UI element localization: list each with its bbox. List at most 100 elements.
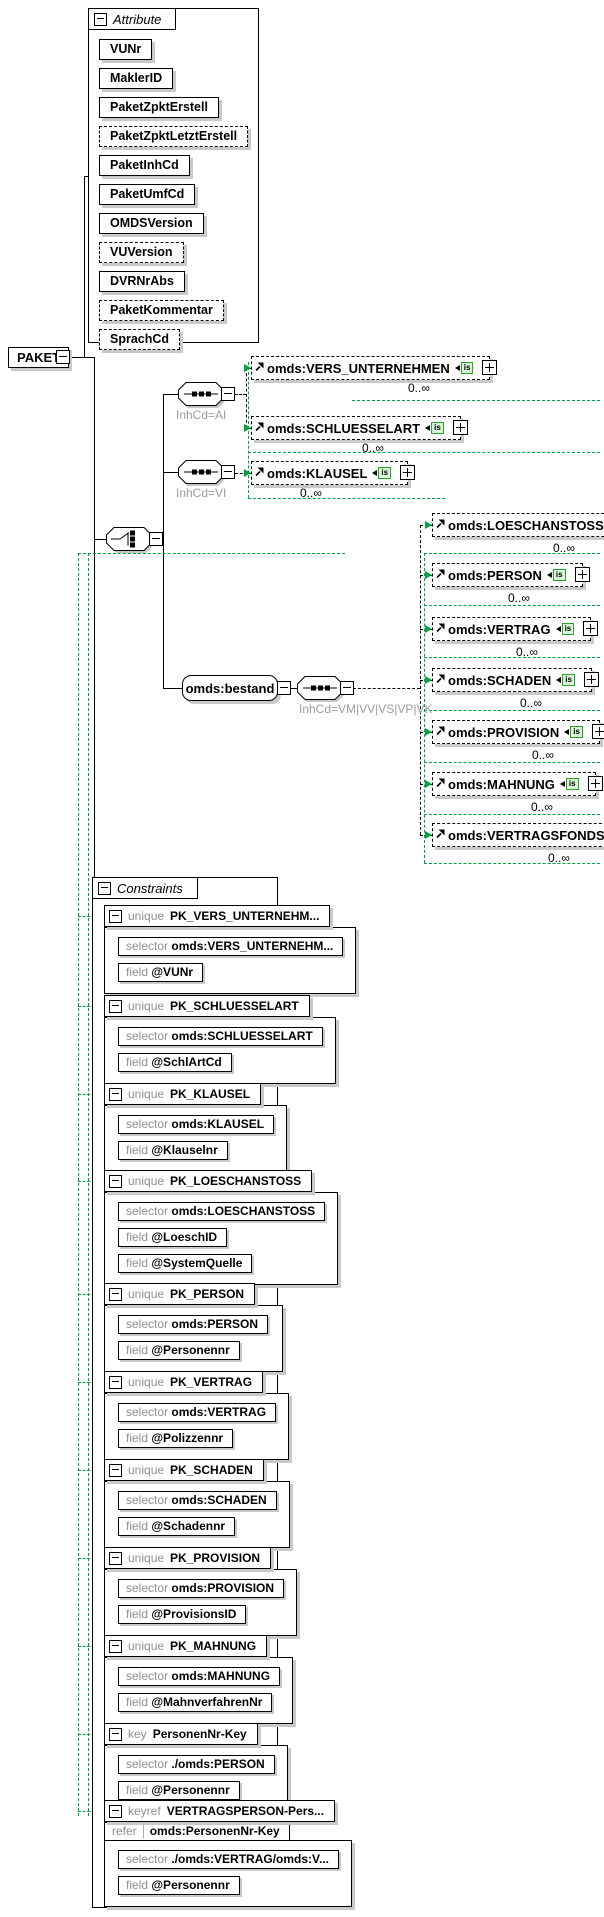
constraints-panel-title: Constraints: [117, 880, 183, 896]
constraint-header[interactable]: unique PK_VERTRAG: [104, 1371, 264, 1393]
constraint-selector[interactable]: selector omds:VERS_UNTERNEHM...: [118, 936, 344, 956]
constraint-selector[interactable]: selector omds:SCHADEN: [118, 1490, 277, 1510]
collapse-minus-icon[interactable]: [109, 1551, 122, 1565]
element-label: omds:SCHADEN: [448, 672, 552, 688]
identity-constraint-badge: is: [555, 623, 575, 635]
constraint-selector[interactable]: selector omds:VERTRAG: [118, 1402, 277, 1422]
collapse-minus-icon[interactable]: [94, 12, 107, 26]
collapse-minus-icon[interactable]: [109, 909, 122, 923]
constraint-selector[interactable]: selector omds:PERSON: [118, 1314, 269, 1334]
collapse-minus-icon[interactable]: [109, 1087, 122, 1101]
attribute-paketzpktletzterstell[interactable]: PaketZpktLetztErstell: [99, 126, 249, 147]
constraint-field[interactable]: field @MahnverfahrenNr: [118, 1692, 273, 1712]
constraint-field[interactable]: field @SystemQuelle: [118, 1253, 253, 1273]
constraint-header[interactable]: unique PK_MAHNUNG: [104, 1635, 268, 1657]
element-vers-unternehmen[interactable]: omds:VERS_UNTERNEHMEN is: [251, 356, 498, 380]
element-bestand[interactable]: omds:bestand: [182, 675, 278, 701]
constraint-header[interactable]: key PersonenNr-Key: [104, 1723, 258, 1745]
constraint-header[interactable]: keyref VERTRAGSPERSON-Pers...: [104, 1800, 336, 1822]
constraints-panel-tab[interactable]: Constraints: [92, 877, 198, 899]
element-paket[interactable]: PAKET: [8, 347, 70, 368]
collapse-minus-icon[interactable]: [109, 1727, 122, 1741]
constraint-field[interactable]: field @Personennr: [118, 1780, 240, 1800]
constraint-field[interactable]: field @LoeschID: [118, 1227, 228, 1247]
element-vertragsfonds[interactable]: omds:VERTRAGSFONDS: [432, 823, 604, 847]
element-loeschanstoss[interactable]: omds:LOESCHANSTOSS is: [432, 513, 604, 537]
expand-plus-icon[interactable]: [574, 567, 590, 582]
collapse-minus-icon[interactable]: [149, 532, 163, 546]
attribute-sprachcd[interactable]: SprachCd: [99, 329, 181, 350]
collapse-minus-icon[interactable]: [109, 1463, 122, 1477]
expand-plus-icon[interactable]: [587, 776, 603, 791]
optional-connector-line: [248, 498, 445, 499]
constraint-field[interactable]: field @Personennr: [118, 1340, 240, 1360]
constraint-header[interactable]: unique PK_SCHADEN: [104, 1459, 264, 1481]
constraint-selector[interactable]: selector omds:PROVISION: [118, 1578, 285, 1598]
expand-plus-icon[interactable]: [583, 621, 599, 636]
collapse-minus-icon[interactable]: [340, 681, 354, 695]
constraint-field[interactable]: field @Polizzennr: [118, 1428, 234, 1448]
attribute-vunr[interactable]: VUNr: [99, 39, 153, 60]
constraint-field[interactable]: field @VUNr: [118, 962, 204, 982]
attribute-maklerid[interactable]: MaklerID: [99, 68, 174, 89]
constraint-header[interactable]: unique PK_LOESCHANSTOSS: [104, 1170, 313, 1192]
collapse-minus-icon[interactable]: [56, 350, 70, 364]
expand-plus-icon[interactable]: [482, 360, 498, 375]
constraint-selector[interactable]: selector omds:MAHNUNG: [118, 1666, 281, 1686]
optional-connector-line: [248, 452, 600, 453]
reference-arrow-icon: [255, 362, 264, 372]
constraint-header[interactable]: unique PK_SCHLUESSELART: [104, 995, 310, 1017]
attribute-dvrnrabs[interactable]: DVRNrAbs: [99, 271, 185, 292]
collapse-minus-icon[interactable]: [109, 1639, 122, 1653]
element-person[interactable]: omds:PERSON is: [432, 563, 590, 587]
sequence-compositor-icon[interactable]: [297, 676, 343, 700]
connector-line: [291, 688, 297, 689]
attribute-omdsversion[interactable]: OMDSVersion: [99, 213, 204, 234]
optional-connector-line: [424, 553, 425, 863]
collapse-minus-icon[interactable]: [109, 1375, 122, 1389]
constraint-field[interactable]: field @ProvisionsID: [118, 1604, 247, 1624]
attribute-vuversion[interactable]: VUVersion: [99, 242, 184, 263]
collapse-minus-icon[interactable]: [221, 387, 235, 401]
attribute-paketinhcd[interactable]: PaketInhCd: [99, 155, 190, 176]
collapse-minus-icon[interactable]: [277, 681, 291, 695]
constraint-field[interactable]: field @SchlArtCd: [118, 1052, 232, 1072]
sequence-compositor-icon[interactable]: [178, 382, 224, 406]
collapse-minus-icon[interactable]: [109, 999, 122, 1013]
collapse-minus-icon[interactable]: [221, 465, 235, 479]
choice-compositor-icon[interactable]: [106, 527, 152, 551]
expand-plus-icon[interactable]: [591, 724, 604, 739]
element-vertrag[interactable]: omds:VERTRAG is: [432, 617, 599, 641]
attributes-panel-tab[interactable]: Attribute: [88, 8, 177, 30]
constraint-selector[interactable]: selector omds:SCHLUESSELART: [118, 1026, 323, 1046]
constraint-header[interactable]: unique PK_PERSON: [104, 1283, 256, 1305]
collapse-minus-icon[interactable]: [109, 1174, 122, 1188]
element-klausel[interactable]: omds:KLAUSEL is: [251, 461, 416, 485]
constraint-selector[interactable]: selector ./omds:VERTRAG/omds:V...: [118, 1849, 339, 1869]
constraint-selector[interactable]: selector omds:KLAUSEL: [118, 1114, 275, 1134]
attribute-paketumfcd[interactable]: PaketUmfCd: [99, 184, 196, 205]
collapse-minus-icon[interactable]: [109, 1287, 122, 1301]
constraint-selector[interactable]: selector omds:LOESCHANSTOSS: [118, 1201, 326, 1221]
constraint-selector[interactable]: selector ./omds:PERSON: [118, 1754, 275, 1774]
expand-plus-icon[interactable]: [452, 420, 468, 435]
expand-plus-icon[interactable]: [400, 465, 416, 480]
sequence-compositor-icon[interactable]: [178, 460, 224, 484]
constraint-field[interactable]: field @Klauselnr: [118, 1140, 228, 1160]
collapse-minus-icon[interactable]: [98, 881, 111, 895]
element-schaden[interactable]: omds:SCHADEN is: [432, 668, 599, 692]
constraint-header[interactable]: unique PK_PROVISION: [104, 1547, 272, 1569]
constraint-kind: unique: [128, 1174, 165, 1188]
attribute-paketzpkterstell[interactable]: PaketZpktErstell: [99, 97, 219, 118]
element-provision[interactable]: omds:PROVISION is: [432, 720, 604, 744]
element-mahnung[interactable]: omds:MAHNUNG is: [432, 772, 603, 796]
constraint-field[interactable]: field @Personennr: [118, 1875, 240, 1895]
expand-plus-icon[interactable]: [583, 672, 599, 687]
constraint-field[interactable]: field @Schadennr: [118, 1516, 236, 1536]
attribute-paketkommentar[interactable]: PaketKommentar: [99, 300, 224, 321]
collapse-minus-icon[interactable]: [109, 1804, 122, 1818]
constraint-header[interactable]: unique PK_VERS_UNTERNEHM...: [104, 905, 331, 927]
element-schluesselart[interactable]: omds:SCHLUESSELART is: [251, 416, 468, 440]
constraint-header[interactable]: unique PK_KLAUSEL: [104, 1083, 262, 1105]
